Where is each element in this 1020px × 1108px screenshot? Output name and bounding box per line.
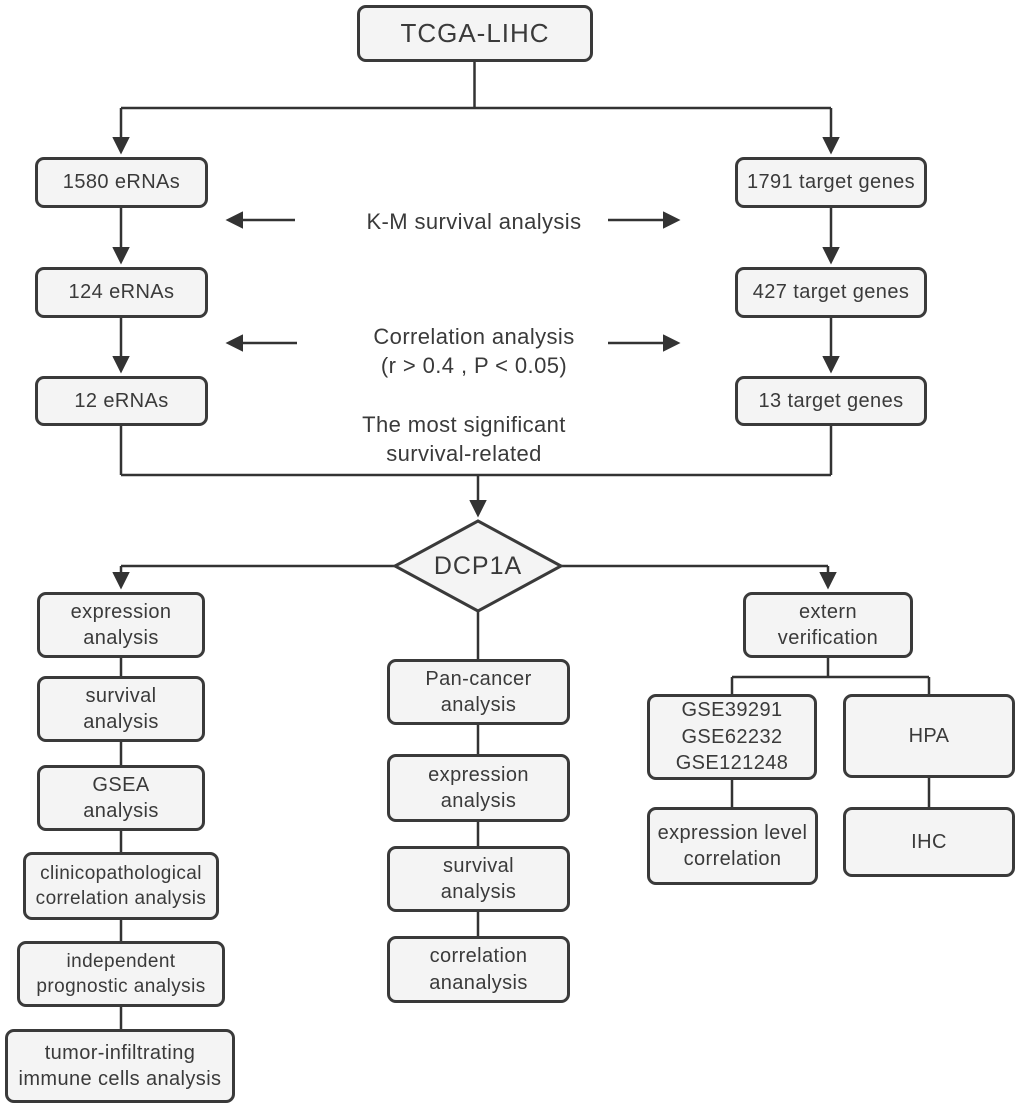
box-hpa: HPA xyxy=(843,694,1015,778)
label-most-significant: The most significant survival-related xyxy=(362,411,566,466)
box-124-ernas: 124 eRNAs xyxy=(35,267,208,318)
box-12-ernas: 12 eRNAs xyxy=(35,376,208,426)
decision-label-dcp1a: DCP1A xyxy=(433,552,523,580)
box-1580-ernas: 1580 eRNAs xyxy=(35,157,208,208)
box-survival-analysis-middle: survival analysis xyxy=(387,846,570,912)
box-independent-prognostic: independent prognostic analysis xyxy=(17,941,225,1007)
box-extern-verification: extern verification xyxy=(743,592,913,658)
box-427-target-genes: 427 target genes xyxy=(735,267,927,318)
label-correlation-analysis: Correlation analysis (r > 0.4 , P < 0.05… xyxy=(373,323,575,378)
box-expression-analysis-middle: expression analysis xyxy=(387,754,570,822)
label-km-survival-analysis: K-M survival analysis xyxy=(366,209,582,235)
box-1791-target-genes: 1791 target genes xyxy=(735,157,927,208)
box-tcga-lihc: TCGA-LIHC xyxy=(357,5,593,62)
box-clinicopathological-correlation: clinicopathological correlation analysis xyxy=(23,852,219,920)
box-gse-datasets: GSE39291 GSE62232 GSE121248 xyxy=(647,694,817,780)
box-correlation-ananalysis: correlation ananalysis xyxy=(387,936,570,1003)
box-expression-level-correlation: expression level correlation xyxy=(647,807,818,885)
box-pan-cancer-analysis: Pan-cancer analysis xyxy=(387,659,570,725)
box-expression-analysis-left: expression analysis xyxy=(37,592,205,658)
plain-connectors xyxy=(119,62,931,1029)
box-tumor-infiltrating-immune: tumor-infiltrating immune cells analysis xyxy=(5,1029,235,1103)
box-ihc: IHC xyxy=(843,807,1015,877)
box-13-target-genes: 13 target genes xyxy=(735,376,927,426)
box-gsea-analysis: GSEA analysis xyxy=(37,765,205,831)
box-survival-analysis-left: survival analysis xyxy=(37,676,205,742)
decision-diamond xyxy=(391,519,565,613)
